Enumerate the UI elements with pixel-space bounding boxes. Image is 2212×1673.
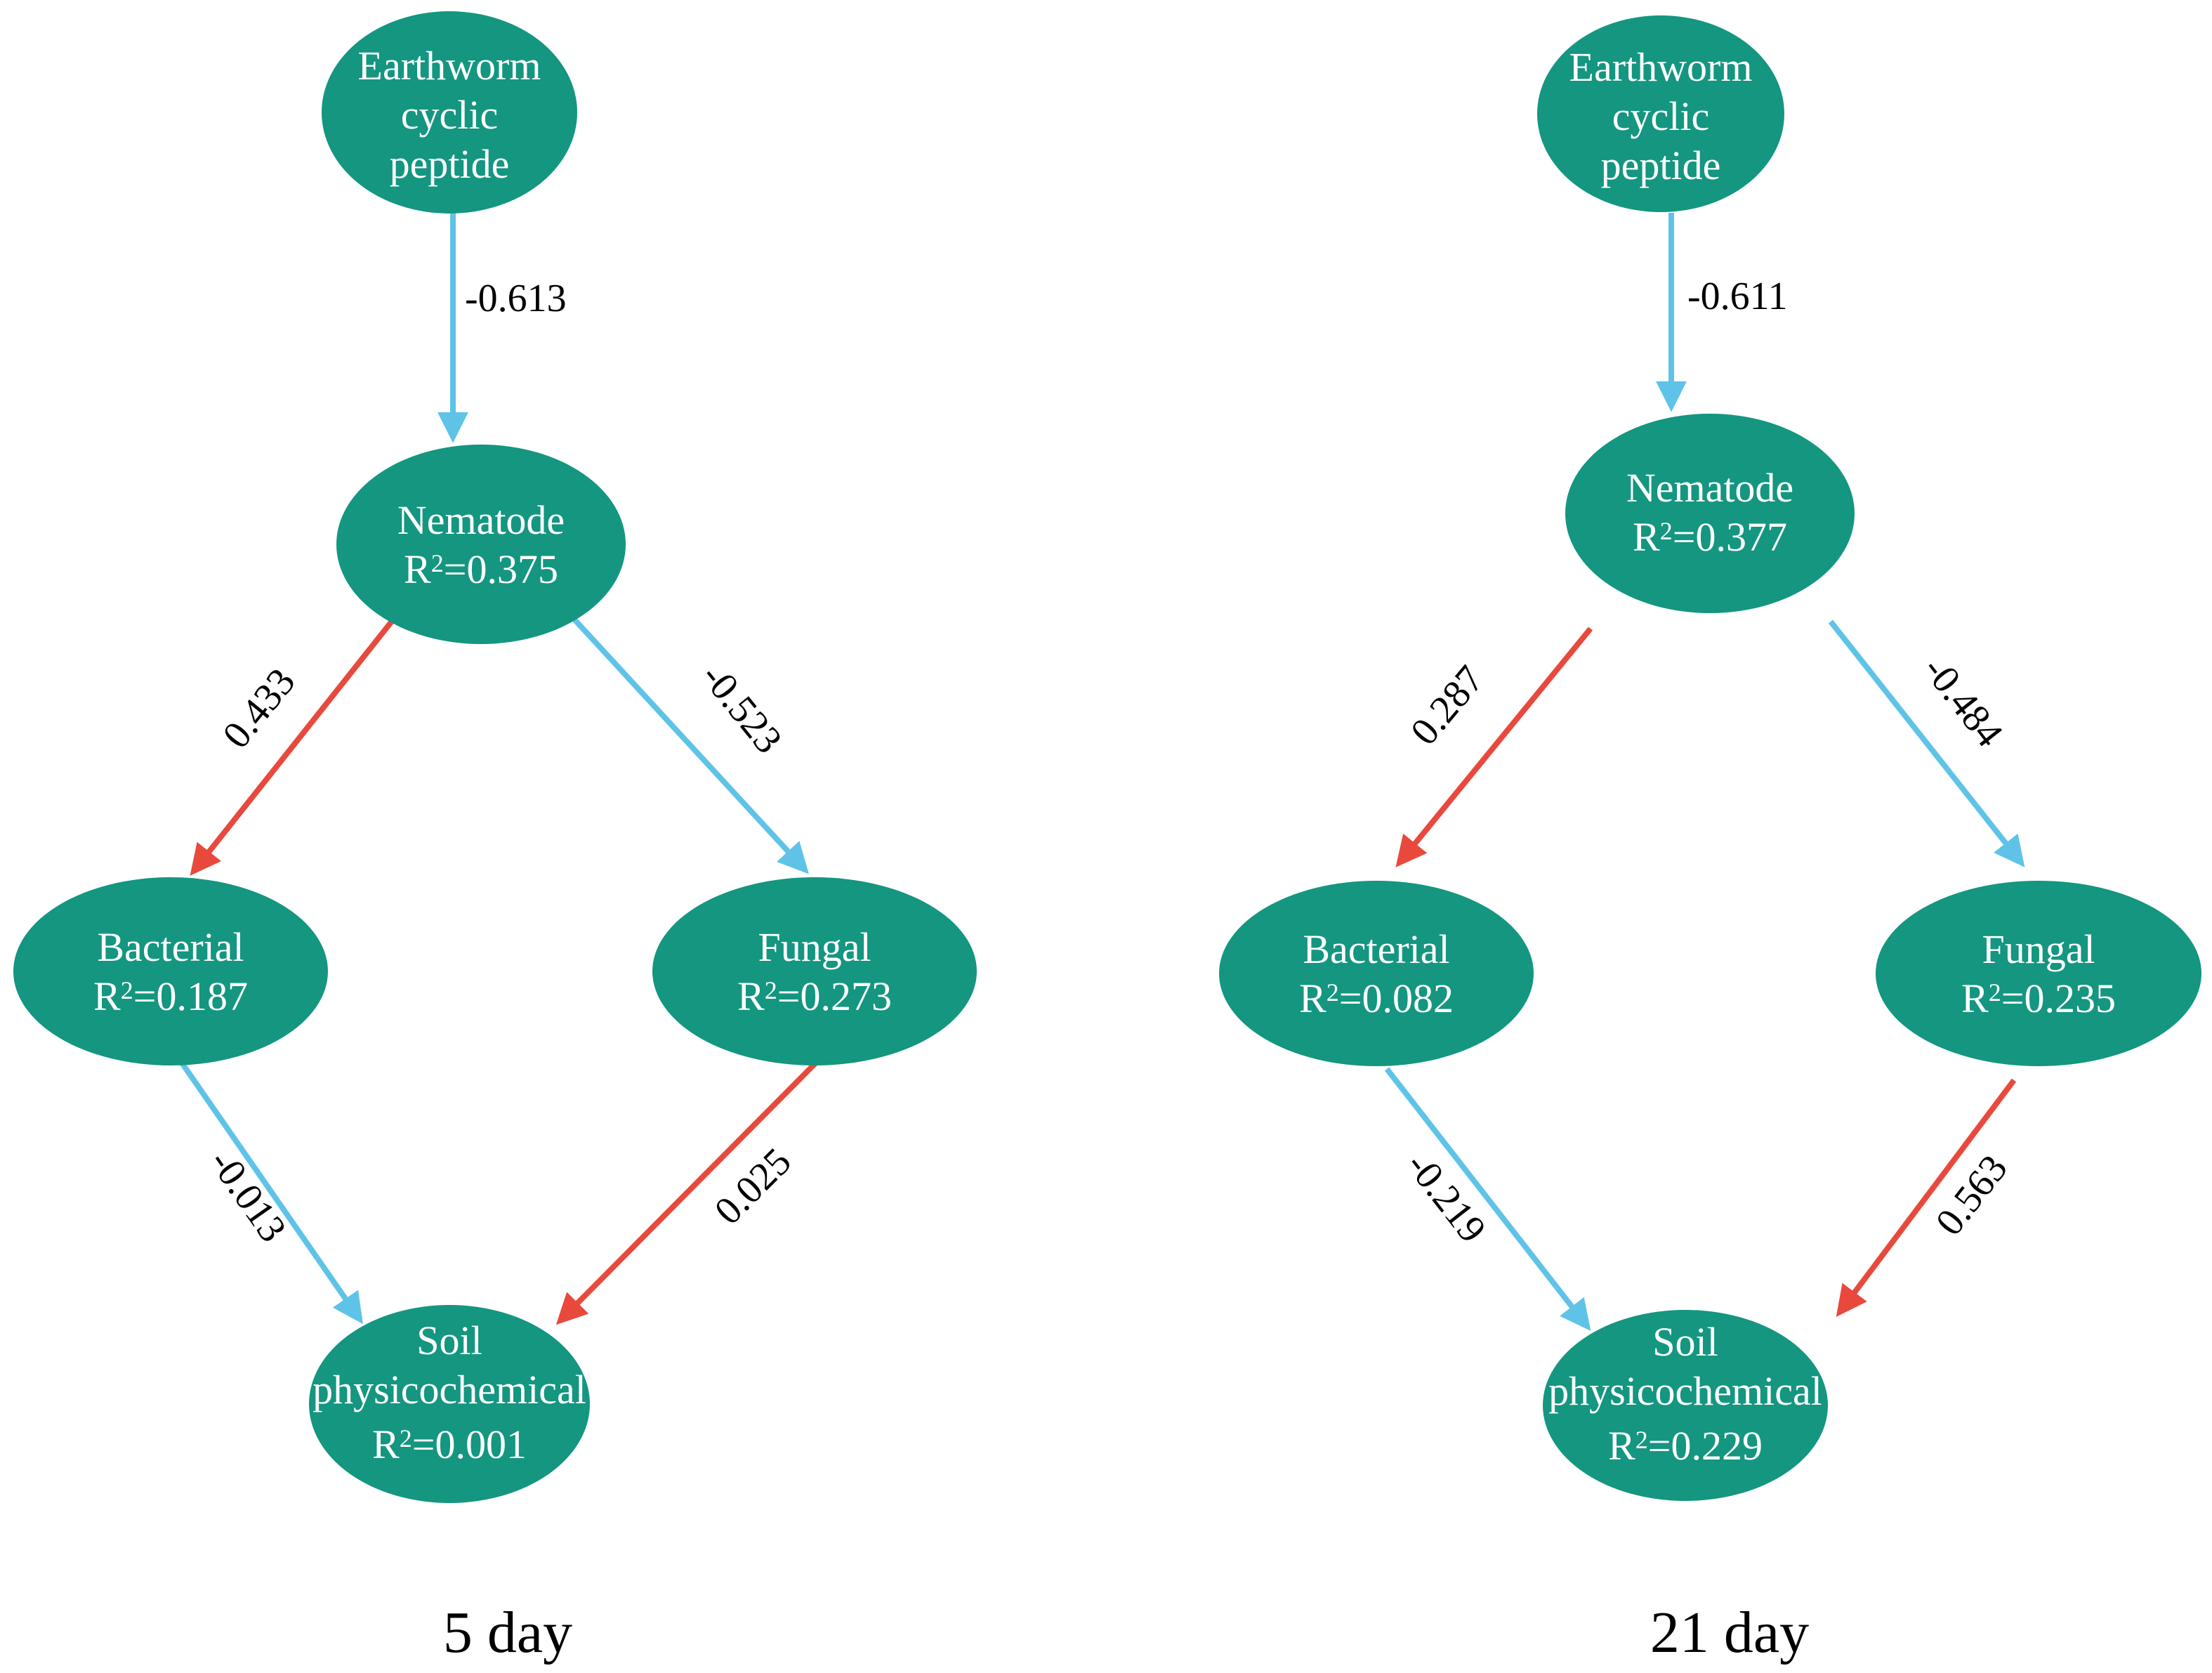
node-label-soil-line2: physicochemical (312, 1367, 586, 1412)
node-earthworm-cyclic-peptide (322, 11, 577, 214)
node-r2-fungal: R2=0.235 (1961, 976, 2116, 1021)
edge-label-nematode-to-bacterial: 0.433 (214, 660, 303, 756)
node-label-fungal: Fungal (1982, 926, 2095, 972)
node-label-nematode: Nematode (1626, 465, 1793, 511)
node-label-nematode: Nematode (397, 497, 565, 543)
arrow-nematode-to-bacterial (1395, 626, 1593, 867)
edge-label-bacterial-to-soil: -0.219 (1397, 1144, 1494, 1251)
edge-label-peptide-to-nematode: -0.613 (465, 277, 567, 320)
arrow-bacterial-to-soil (1384, 1067, 1591, 1331)
node-label-fungal: Fungal (758, 924, 871, 970)
node-fungal (652, 877, 977, 1065)
node-label-earthworm-line1: Earthworm (358, 43, 541, 88)
node-r2-nematode: R2=0.377 (1633, 514, 1787, 560)
node-soil-physicochemical (309, 1305, 590, 1503)
edge-label-nematode-to-fungal: -0.523 (692, 655, 790, 761)
arrow-nematode-to-fungal (572, 617, 809, 874)
node-label-soil-line1: Soil (416, 1318, 482, 1363)
node-soil-physicochemical (1543, 1310, 1828, 1501)
edge-label-fungal-to-soil: 0.025 (706, 1140, 800, 1233)
node-label-soil-line1: Soil (1652, 1319, 1718, 1365)
node-label-earthworm-line2: cyclic (401, 92, 498, 138)
node-label-earthworm-line3: peptide (390, 141, 510, 187)
node-r2-bacterial: R2=0.187 (93, 973, 248, 1019)
node-nematode (1565, 414, 1855, 613)
node-r2-bacterial: R2=0.082 (1299, 976, 1454, 1021)
arrow-fungal-to-soil (555, 1060, 819, 1325)
panel-caption: 21 day (1650, 1600, 1809, 1665)
node-bacterial (1219, 881, 1534, 1066)
arrow-nematode-to-bacterial (190, 617, 396, 876)
node-r2-fungal: R2=0.273 (737, 973, 892, 1019)
node-label-soil-line2: physicochemical (1548, 1368, 1822, 1414)
node-r2-soil: R2=0.229 (1608, 1423, 1763, 1469)
edge-label-peptide-to-nematode: -0.611 (1687, 275, 1788, 318)
arrow-bacterial-to-soil (178, 1060, 364, 1325)
node-r2-soil: R2=0.001 (372, 1422, 527, 1467)
node-fungal (1876, 881, 2201, 1066)
node-label-earthworm-line1: Earthworm (1569, 44, 1753, 90)
node-label-bacterial: Bacterial (1303, 926, 1449, 972)
node-label-earthworm-line2: cyclic (1612, 93, 1709, 139)
panel-caption: 5 day (443, 1600, 572, 1665)
node-label-bacterial: Bacterial (97, 924, 244, 970)
node-r2-nematode: R2=0.375 (404, 546, 558, 592)
sem-panel-21day: -0.611 0.287 -0.484 -0.219 0.563 Earthwo… (1219, 15, 2201, 1665)
edge-label-bacterial-to-soil: -0.013 (201, 1142, 295, 1250)
node-earthworm-cyclic-peptide (1537, 15, 1784, 212)
arrow-fungal-to-soil (1836, 1078, 2017, 1318)
edge-label-fungal-to-soil: 0.563 (1928, 1147, 2016, 1243)
edge-label-nematode-to-fungal: -0.484 (1914, 648, 2011, 755)
arrow-nematode-to-fungal (1828, 619, 2025, 867)
node-bacterial (13, 877, 328, 1065)
node-label-earthworm-line3: peptide (1601, 143, 1721, 188)
node-nematode (336, 445, 626, 644)
sem-panel-5day: -0.613 0.433 -0.523 -0.013 0.025 Earthwo… (13, 11, 977, 1665)
edge-label-nematode-to-bacterial: 0.287 (1402, 657, 1492, 753)
